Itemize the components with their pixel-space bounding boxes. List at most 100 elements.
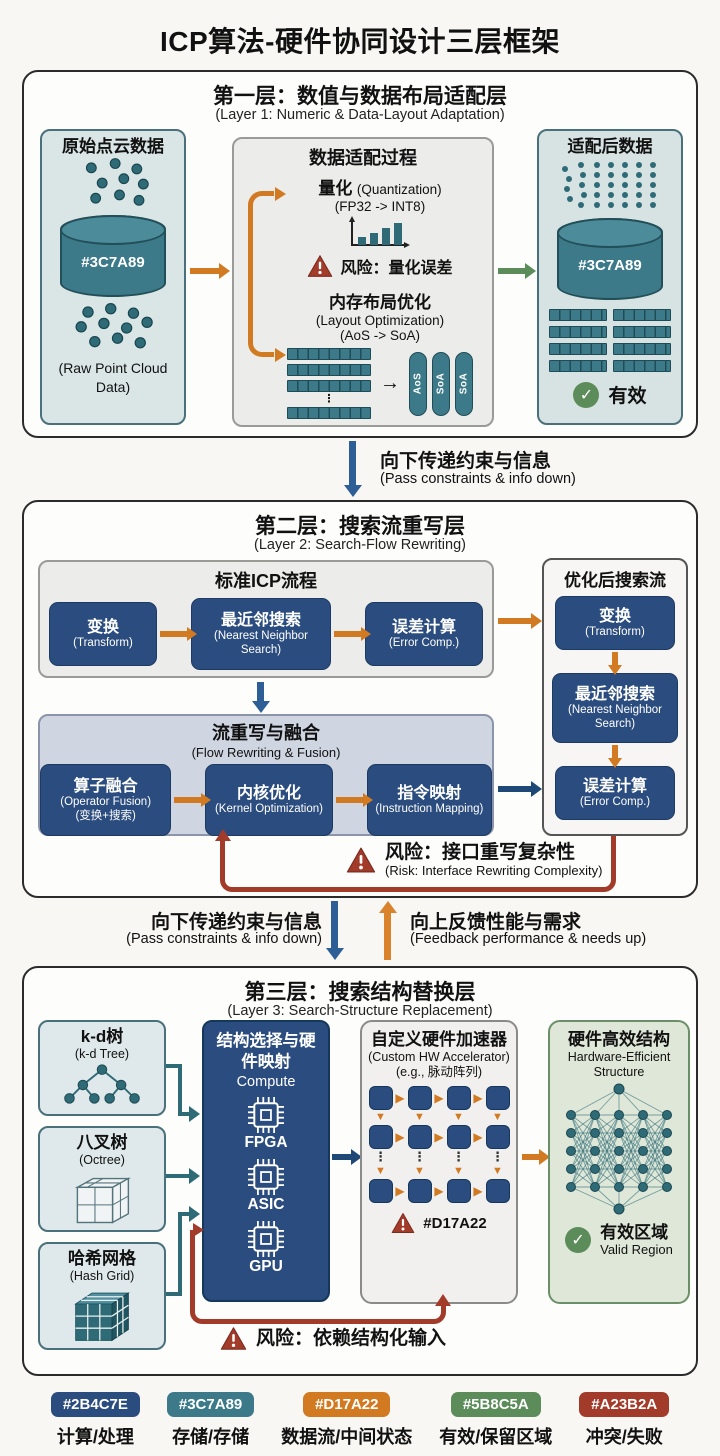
check-icon: ✓: [573, 381, 600, 408]
step-en: (Kernel Optimization): [214, 802, 323, 815]
step-nn-search: 最近邻搜索 (Nearest Neighbor Search): [552, 673, 678, 743]
legend-swatch: #2B4C7E: [50, 1392, 140, 1417]
arrow-standard-to-rewrite: [257, 682, 264, 702]
process-title: 数据适配过程: [309, 148, 417, 168]
accel-en: (Custom HW Accelerator): [368, 1050, 510, 1065]
layer3-title: 第三层：搜索结构替换层: [244, 981, 476, 1004]
chip-icon: [247, 1159, 284, 1196]
step-en: (Nearest Neighbor Search): [568, 703, 662, 730]
layer3-subtitle: (Layer 3: Search-Structure Replacement): [227, 1003, 493, 1019]
chip-label: FPGA: [244, 1134, 288, 1152]
transition2-up-cn: 向上反馈性能与需求: [410, 912, 582, 933]
step-cn: 变换: [598, 607, 631, 625]
legend-label: 冲突/失败: [585, 1427, 663, 1447]
compute-title: 结构选择与硬件映射: [216, 1032, 316, 1071]
struct-cn: 八叉树: [76, 1133, 128, 1152]
step-en: (Transform): [585, 625, 645, 638]
legend: #2B4C7E 计算/处理 #3C7A89 存储/存储 #D17A22 数据流/…: [0, 1392, 720, 1449]
transition2-up-en: (Feedback performance & needs up): [410, 931, 647, 947]
arrow-icon: [174, 797, 203, 803]
step-cn: 最近邻搜索: [574, 685, 655, 703]
step-en: (Operator Fusion): [60, 795, 152, 808]
chip-icon: [248, 1097, 284, 1134]
pill-label: AoS: [412, 372, 424, 395]
step-operator-fusion: 算子融合 (Operator Fusion) (变换+搜索): [40, 764, 172, 836]
layer1-title: 第一层：数值与数据布局适配层: [213, 85, 507, 108]
arrow-icon: [612, 745, 618, 759]
raw-title: 原始点云数据: [62, 137, 164, 156]
arrow-icon: [160, 631, 188, 637]
chip-label: GPU: [249, 1258, 283, 1276]
step-cn: 算子融合: [73, 777, 138, 795]
to-arrow: →: [380, 372, 400, 394]
compute-label: Compute: [236, 1074, 296, 1091]
arrow-layer1-to-layer2: [349, 441, 356, 486]
raw-point-cloud-box: 原始点云数据 #3C7A89 (Raw Point Cloud Data): [40, 129, 186, 425]
step-kernel-opt: 内核优化 (Kernel Optimization): [205, 764, 333, 836]
asic-group: ASIC: [247, 1159, 285, 1214]
accel-tag: #D17A22: [423, 1214, 487, 1232]
arrow-standard-to-optimized: [498, 618, 532, 624]
optimized-title: 优化后搜索流: [564, 571, 666, 590]
quantization-risk: 风险：量化误差: [340, 260, 453, 277]
connector-line: [178, 1064, 182, 1116]
risk-loop-left: [190, 1230, 320, 1324]
network-graph-icon: [566, 1083, 672, 1215]
octree-cube-icon: [74, 1177, 132, 1224]
layer1-panel: 第一层：数值与数据布局适配层 (Layer 1: Numeric & Data-…: [22, 70, 698, 438]
cylinder-label: #3C7A89: [578, 256, 642, 274]
page-title: ICP算法-硬件协同设计三层框架: [159, 26, 560, 57]
risk-loop-right: [320, 1304, 446, 1324]
valid-label: 有效: [608, 386, 647, 408]
warning-icon: [391, 1213, 415, 1234]
step-cn: 内核优化: [236, 784, 301, 802]
step-instr-mapping: 指令映射 (Instruction Mapping): [366, 764, 492, 836]
accelerator-box: 自定义硬件加速器 (Custom HW Accelerator) (e.g., …: [360, 1020, 518, 1304]
layout-opt-cn: 内存布局优化: [329, 293, 431, 312]
step-en: (Nearest Neighbor Search): [214, 629, 308, 656]
scatter-dots-icon: [75, 303, 153, 349]
systolic-array-icon: ▶▶▶ ▼▼▼▼ ▶▶▶ ⋮⋮⋮⋮ ▼▼▼▼ ▶▶▶: [368, 1086, 510, 1204]
adapted-data-box: 适配后数据 #3C7A89 ✓: [537, 129, 683, 425]
arrow-icon: [612, 652, 618, 666]
step-en: (Error Comp.): [579, 795, 651, 808]
layout-opt-en: (Layout Optimization): [315, 313, 445, 328]
layer2-subtitle: (Layer 2: Search-Flow Rewriting): [254, 537, 466, 553]
quantization-en: (Quantization): [356, 182, 442, 197]
arrowhead-up-icon: [434, 1294, 451, 1306]
arrow-process-to-adapted: [498, 268, 526, 274]
ordered-dots-icon: [562, 162, 656, 209]
legend-label: 数据流/中间状态: [281, 1427, 413, 1447]
tree-icon: [64, 1064, 140, 1104]
adaptation-process-box: 数据适配过程 量化 (Quantization) (FP32 -> INT8): [232, 137, 494, 427]
legend-swatch: #D17A22: [303, 1392, 391, 1417]
chip-label: ASIC: [247, 1196, 285, 1214]
hash-cube-icon: [74, 1292, 130, 1341]
legend-swatch: #5B8C5A: [450, 1392, 541, 1417]
legend-swatch: #A23B2A: [579, 1392, 670, 1417]
feedback-loop-left: [220, 840, 356, 892]
standard-title: 标准ICP流程: [214, 571, 317, 591]
arrow-hashgrid-to-compute: [178, 1212, 190, 1216]
step-en: (Instruction Mapping): [375, 802, 484, 815]
arrow-compute-to-accelerator: [332, 1154, 352, 1160]
step-cn: 变换: [86, 618, 119, 636]
step-transform: 变换 (Transform): [555, 596, 675, 650]
arrow-up-feedback: [384, 912, 391, 960]
gpu-group: GPU: [248, 1221, 284, 1276]
connector-line: [166, 1292, 182, 1296]
valid-region-cn: 有效区域: [600, 1223, 669, 1243]
octree-box: 八叉树 (Octree): [38, 1126, 166, 1232]
legend-item: #2B4C7E 计算/处理: [50, 1392, 140, 1449]
step-cn: 指令映射: [397, 784, 462, 802]
aos-rows-icon: ⋮: [287, 348, 371, 419]
check-icon: ✓: [565, 1227, 592, 1254]
risk-cn: 风险：接口重写复杂性: [385, 842, 576, 863]
arrow-kdtree-to-compute: [178, 1112, 190, 1116]
layer3-panel: 第三层：搜索结构替换层 (Layer 3: Search-Structure R…: [22, 966, 698, 1376]
quantization-cn: 量化: [318, 179, 353, 198]
warning-icon: [308, 255, 333, 277]
standard-icp-box: 标准ICP流程 变换 (Transform) 最近邻搜索 (Nearest Ne…: [38, 560, 494, 678]
step-cn: 误差计算: [391, 618, 456, 636]
